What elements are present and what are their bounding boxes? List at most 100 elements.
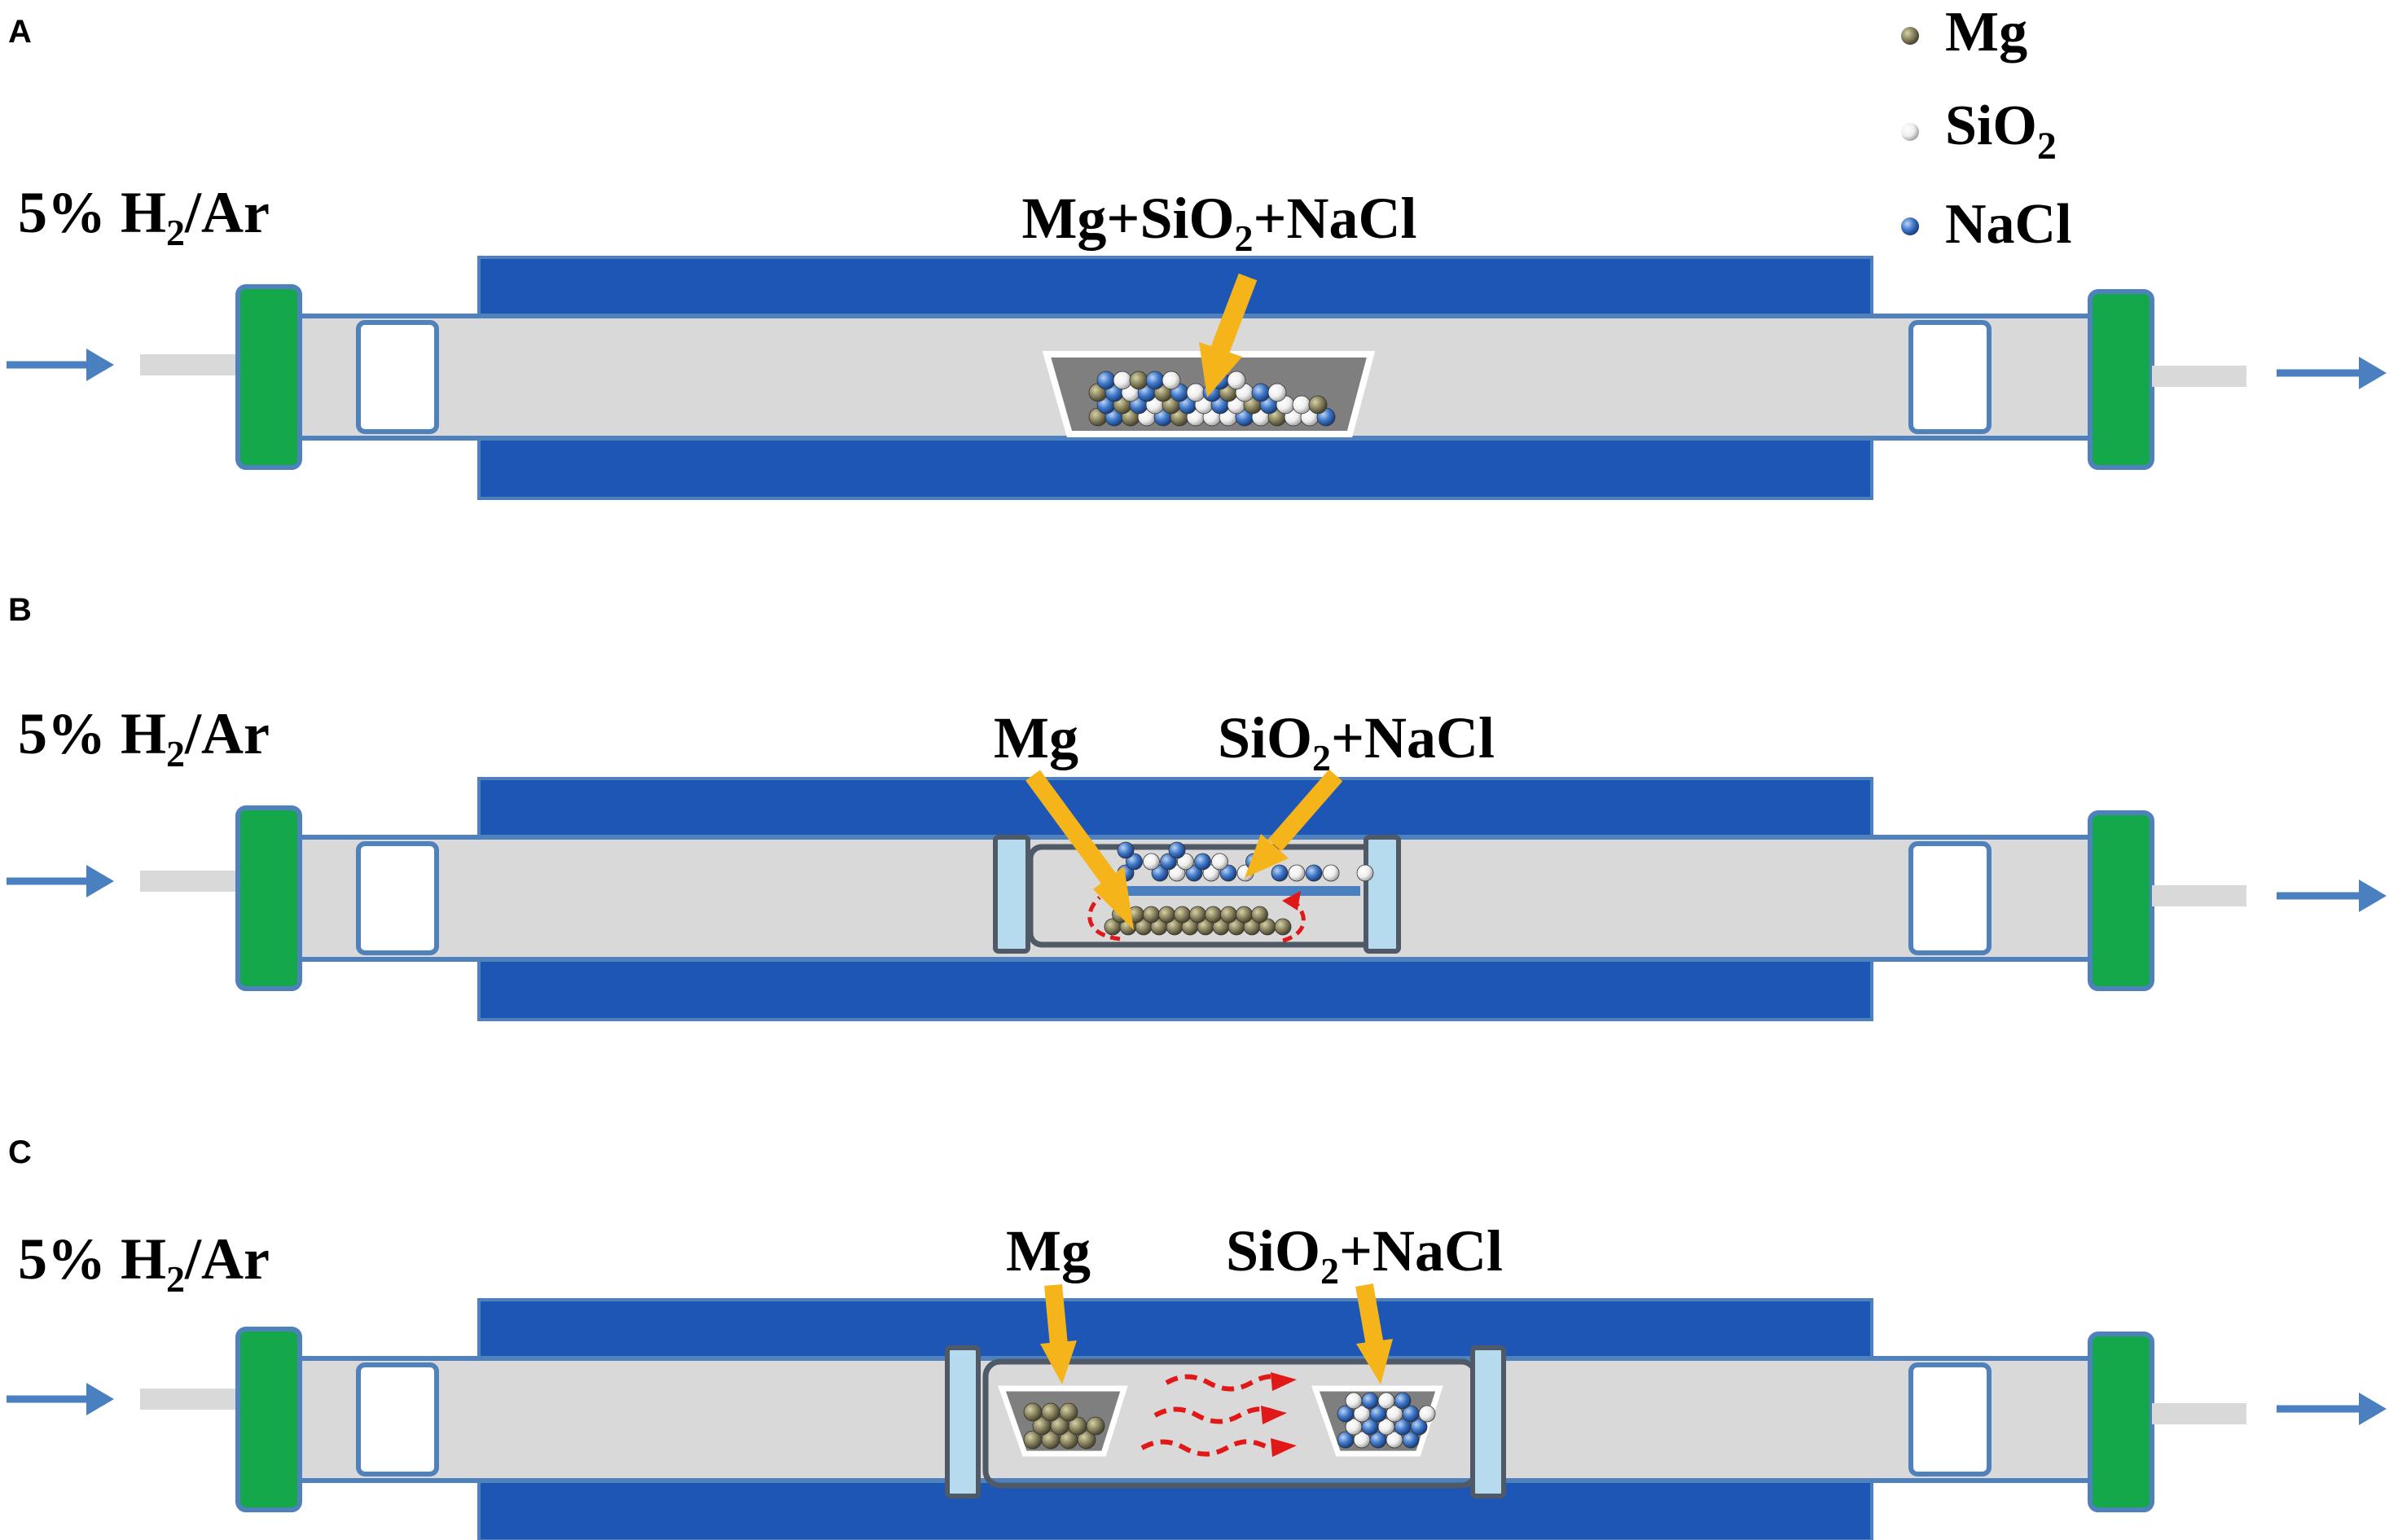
- particle: [1023, 1402, 1043, 1422]
- callout-arrow: [1199, 273, 1258, 397]
- legend-label-sio2: SiO2: [1945, 94, 2057, 168]
- particle: [1096, 371, 1116, 390]
- particle: [1305, 864, 1323, 882]
- inner-tube-cap-right: [1364, 835, 1401, 954]
- inner-tube-cap-left: [993, 835, 1030, 954]
- legend-label-nacl: NaCl: [1945, 193, 2072, 256]
- particle: [1194, 853, 1211, 871]
- inner-tube-cap-left: [945, 1345, 981, 1498]
- sio2-nacl-pile: [1337, 1392, 1436, 1449]
- gas-label: 5% H2/Ar: [18, 1226, 270, 1300]
- particle: [1174, 906, 1191, 924]
- particle: [1126, 853, 1143, 871]
- mg-layer: [1104, 906, 1292, 936]
- particle: [1274, 918, 1292, 936]
- panel-letter: C: [8, 1134, 32, 1170]
- inlet-pipe: [140, 354, 238, 375]
- gas-label: 5% H2/Ar: [18, 180, 270, 253]
- particle: [1271, 864, 1289, 882]
- particle: [1143, 906, 1160, 924]
- particle: [1220, 906, 1237, 924]
- inlet-pipe: [140, 1389, 238, 1410]
- gas-label: 5% H2/Ar: [18, 701, 270, 774]
- particle: [1308, 395, 1328, 415]
- particle: [1162, 371, 1181, 390]
- end-cap-left: [235, 284, 302, 470]
- panel-letter: A: [8, 14, 32, 50]
- panel-a: A 5% H2/Ar Mg+SiO2+NaCl: [7, 14, 2387, 500]
- particle: [1077, 1430, 1096, 1450]
- gas-outlet-arrow-head: [2359, 357, 2387, 389]
- plug-left: [356, 1362, 439, 1476]
- particle: [1143, 853, 1160, 871]
- particle: [1292, 395, 1311, 415]
- plug-right: [1908, 1362, 1992, 1476]
- gas-inlet-arrow-head: [86, 865, 114, 897]
- legend-item-mg: Mg: [1901, 1, 2027, 64]
- panel-c: C 5% H2/Ar Mg SiO2+NaCl: [7, 1134, 2387, 1540]
- plug-left: [356, 320, 439, 434]
- end-cap-left: [235, 1327, 302, 1512]
- particle: [1410, 1418, 1428, 1436]
- particle: [1418, 1405, 1436, 1423]
- inner-tube: [993, 835, 1401, 954]
- quartz-tube: [281, 835, 2110, 962]
- end-cap-right: [2088, 289, 2154, 470]
- particle: [1288, 864, 1306, 882]
- particle: [1322, 864, 1340, 882]
- support-plate: [1248, 886, 1360, 896]
- gas-inlet-arrow-head: [86, 349, 114, 381]
- callout-label-mg: Mg: [994, 705, 1078, 770]
- gas-outlet-arrow-head: [2359, 880, 2387, 912]
- gas-outlet-arrow-head: [2359, 1393, 2387, 1425]
- vapor-arrows: [1087, 891, 1306, 943]
- plug-left: [356, 841, 439, 955]
- legend: Mg SiO2 NaCl: [1901, 1, 2072, 256]
- legend-label-mg: Mg: [1945, 1, 2027, 64]
- mg-particle-icon: [1901, 27, 1919, 45]
- particle: [1361, 1392, 1379, 1410]
- particle: [1402, 1431, 1420, 1449]
- particle: [1186, 383, 1205, 402]
- particle: [1113, 371, 1132, 390]
- callout-arrow-mg: [1040, 1283, 1077, 1384]
- tube-furnace: [7, 777, 2387, 1021]
- tube-furnace: [7, 1298, 2387, 1540]
- particle: [1377, 1392, 1395, 1410]
- particle: [1189, 906, 1206, 924]
- inner-tube-cap-right: [1470, 1345, 1506, 1498]
- particle: [1251, 383, 1271, 402]
- particle: [1185, 864, 1203, 882]
- particle: [1267, 383, 1287, 402]
- end-cap-left: [235, 805, 302, 991]
- sio2-particle-icon: [1901, 123, 1919, 141]
- particle-pile: [1088, 371, 1336, 427]
- inner-tube: [945, 1345, 1506, 1498]
- particle: [1211, 853, 1228, 871]
- particle: [1356, 864, 1374, 882]
- particle: [1205, 906, 1222, 924]
- particle: [1041, 1402, 1061, 1422]
- particle: [1202, 864, 1220, 882]
- plug-right: [1908, 841, 1992, 955]
- particle: [1151, 864, 1169, 882]
- particle: [1160, 853, 1177, 871]
- particle: [1129, 371, 1148, 390]
- particle: [1059, 1402, 1078, 1422]
- callout-label-sio2-nacl: SiO2+NaCl: [1218, 705, 1495, 779]
- outlet-pipe: [2152, 366, 2246, 387]
- callout-label: Mg+SiO2+NaCl: [1021, 186, 1416, 259]
- particle: [1168, 841, 1186, 859]
- particle: [1251, 906, 1268, 924]
- gas-inlet-arrow-head: [86, 1383, 114, 1415]
- particle: [1236, 906, 1253, 924]
- particle: [1145, 371, 1165, 390]
- vapor-arrows: [1140, 1372, 1297, 1457]
- particle: [1168, 864, 1186, 882]
- particle: [1345, 1392, 1363, 1410]
- callout-label-sio2-nacl: SiO2+NaCl: [1226, 1218, 1503, 1292]
- particle: [1219, 864, 1237, 882]
- callout-arrow-sio2-nacl: [1245, 769, 1343, 878]
- outlet-pipe: [2152, 885, 2246, 906]
